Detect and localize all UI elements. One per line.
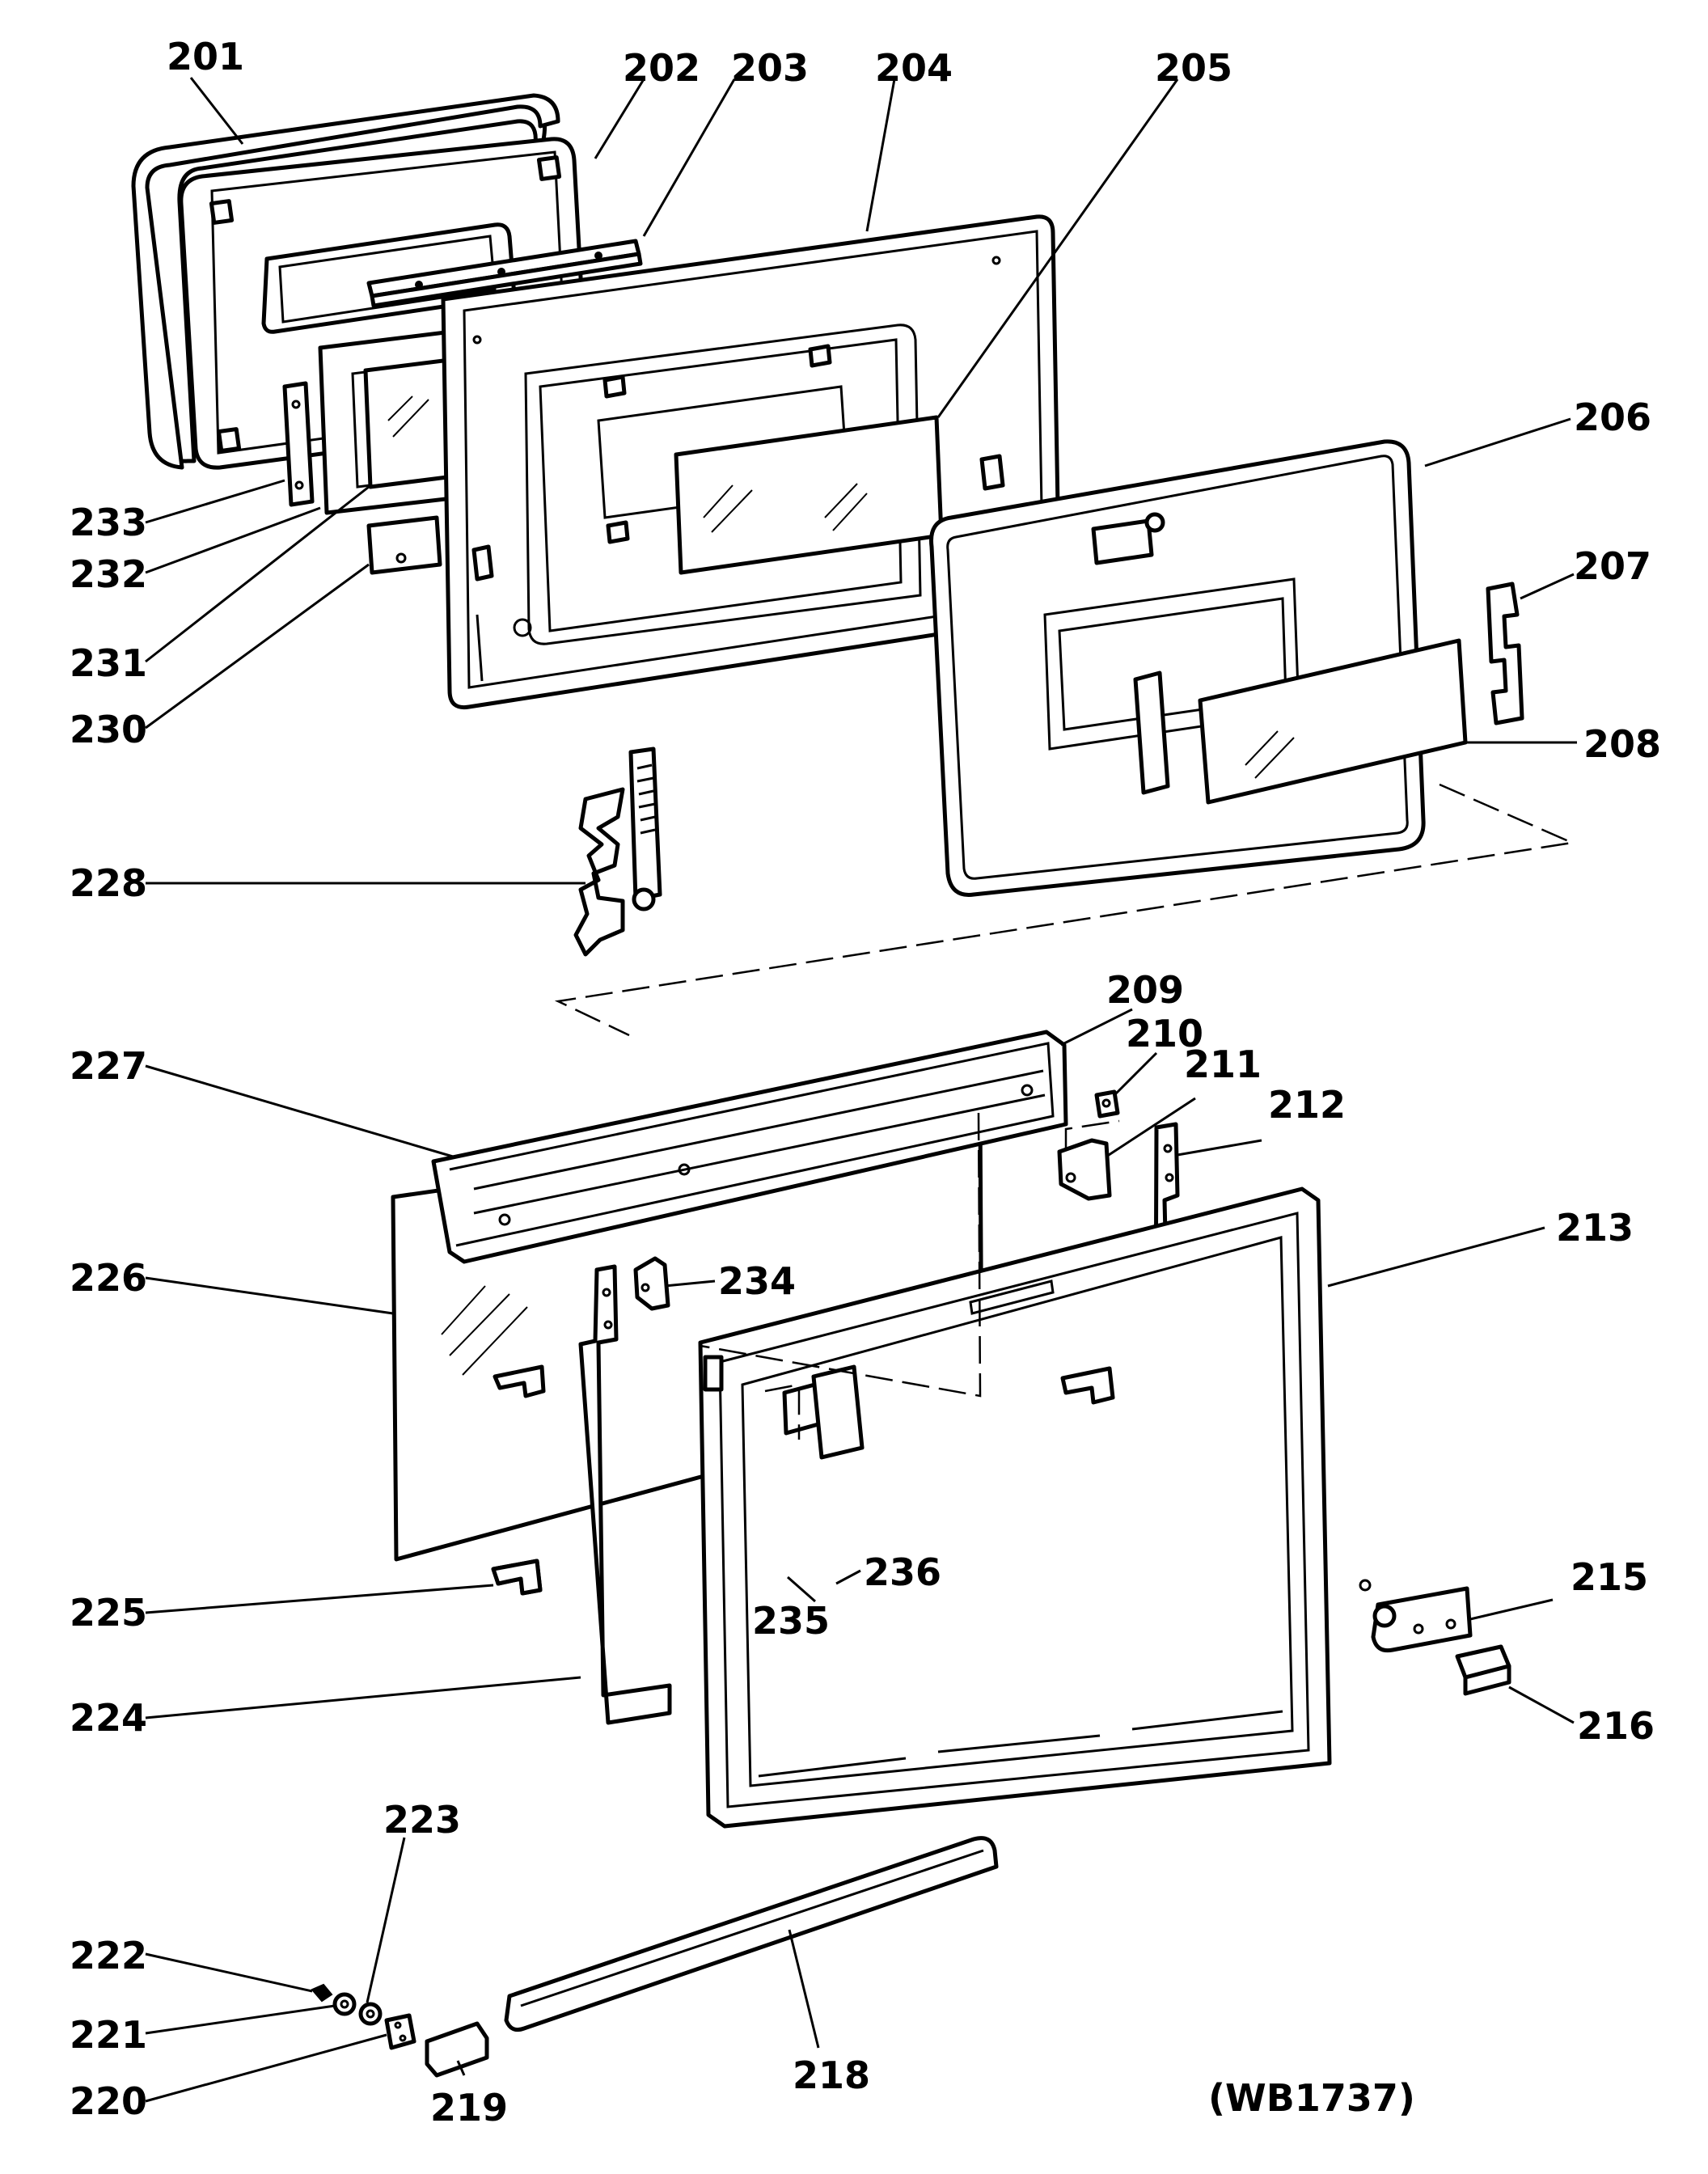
bracket-211: [1057, 1119, 1120, 1201]
callout-210: 210: [1126, 1012, 1203, 1055]
callout-208: 208: [1583, 722, 1661, 766]
handle-bar-218: [504, 1836, 999, 2032]
channel-227: [431, 1030, 1068, 1264]
callout-207: 207: [1574, 544, 1651, 588]
washer-223: [358, 2002, 383, 2026]
washer-221: [332, 1992, 357, 2016]
callout-230: 230: [70, 708, 147, 751]
callout-202: 202: [623, 46, 700, 90]
callout-labels: 201 202 203 204 205 206 207 208 209 210 …: [70, 35, 1661, 2130]
callout-231: 231: [70, 641, 147, 685]
callout-215: 215: [1571, 1555, 1648, 1599]
callout-203: 203: [731, 46, 809, 90]
callout-234: 234: [718, 1259, 796, 1303]
gasket-strip-233: [282, 381, 315, 507]
end-cap-219: [425, 2021, 489, 2078]
callout-232: 232: [70, 552, 147, 596]
callout-206: 206: [1574, 395, 1651, 439]
side-channel-224: [578, 1264, 672, 1725]
latch-215: [1359, 1579, 1473, 1653]
clip-210: [1094, 1089, 1120, 1119]
hinge-stub: [1060, 1366, 1115, 1405]
door-gasket-201: [131, 93, 560, 470]
callout-204: 204: [875, 46, 953, 90]
leader-lines: [145, 77, 1577, 2103]
clip-225: [491, 1559, 543, 1596]
callout-226: 226: [70, 1256, 147, 1300]
callout-212: 212: [1268, 1083, 1346, 1127]
bracket-203: [366, 239, 643, 308]
callout-211: 211: [1184, 1043, 1262, 1086]
callout-233: 233: [70, 501, 147, 544]
callout-216: 216: [1577, 1704, 1655, 1748]
callout-236: 236: [864, 1550, 941, 1594]
hinge-228: [573, 747, 662, 957]
clip-207: [1486, 582, 1524, 725]
callout-221: 221: [70, 2013, 147, 2057]
pad-216: [1455, 1644, 1511, 1696]
callout-213: 213: [1556, 1206, 1634, 1250]
door-frame-213: [698, 1186, 1332, 1829]
callout-235: 235: [752, 1599, 830, 1643]
callout-209: 209: [1106, 968, 1184, 1012]
callout-219: 219: [430, 2086, 508, 2130]
bracket-234: [633, 1256, 670, 1311]
callout-223: 223: [383, 1798, 461, 1842]
callout-201: 201: [167, 35, 244, 78]
callout-222: 222: [70, 1934, 147, 1977]
bracket-220: [384, 2013, 416, 2050]
callout-225: 225: [70, 1591, 147, 1635]
callout-228: 228: [70, 861, 147, 905]
screw-222: [311, 1983, 333, 2003]
callout-218: 218: [793, 2053, 870, 2097]
alignment-line-lower: [700, 1112, 982, 1398]
callout-227: 227: [70, 1044, 147, 1088]
figure-code: (WB1737): [1208, 2076, 1415, 2120]
callout-220: 220: [70, 2079, 147, 2123]
window-bracket-230: [366, 515, 442, 575]
alignment-line-upper: [554, 783, 1576, 1037]
callout-224: 224: [70, 1696, 147, 1740]
callout-205: 205: [1155, 46, 1232, 90]
